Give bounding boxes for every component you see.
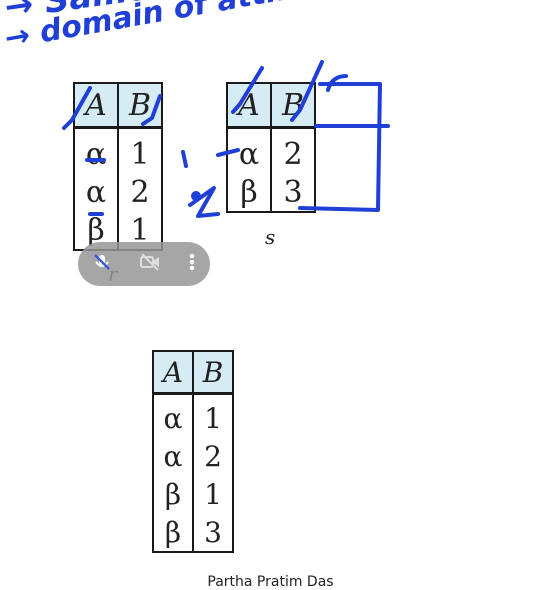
relation-r-header-b: B [117,82,163,129]
more-icon-glyph [190,253,195,270]
result-cell: β [152,513,194,553]
relation-s-caption: s [265,225,276,249]
result-cell: β [152,475,194,513]
mic-off-icon[interactable] [92,252,112,277]
result-header-b: B [192,350,234,395]
result-cell: α [152,437,194,475]
relation-r-cell: α [73,173,119,211]
camera-off-icon[interactable] [139,252,161,277]
relation-s-header-a: A [226,82,272,129]
camera-off-icon-glyph [139,252,159,271]
relation-s-cell: 3 [270,173,316,213]
relation-s-cell: α [226,127,272,173]
table-row: α 2 [73,173,163,211]
table-row: α 1 [73,127,163,173]
result-cell: 1 [192,393,234,437]
table-row: α 1 [152,393,234,437]
result-cell: α [152,393,194,437]
relation-r-header-a: A [73,82,119,129]
result-cell: 3 [192,513,234,553]
table-row: α 2 [226,127,316,173]
video-call-controls [78,242,210,286]
relation-s-table: A B α 2 β 3 [226,82,316,213]
relation-s-cell: 2 [270,127,316,173]
table-row: β 1 [152,475,234,513]
relation-r-cell: α [73,127,119,173]
result-relation-table: A B α 1 α 2 β 1 β 3 [152,350,234,553]
relation-r-cell: 1 [117,127,163,173]
relation-r-cell: β [73,211,119,251]
mic-off-icon-glyph [93,253,110,270]
relation-s-cell: β [226,173,272,213]
handwritten-annotation-line2: → domain of attr. should be same [2,0,541,56]
table-row: β 3 [152,513,234,553]
relation-r-table: A B α 1 α 2 β 1 [73,82,163,251]
relation-r-cell: 2 [117,173,163,211]
table-row: α 2 [152,437,234,475]
table-row: β 3 [226,173,316,213]
footer-author: Partha Pratim Das [207,574,334,590]
more-icon[interactable] [188,252,196,277]
relation-s-header-b: B [270,82,316,129]
result-cell: 1 [192,475,234,513]
result-cell: 2 [192,437,234,475]
result-header-a: A [152,350,194,395]
